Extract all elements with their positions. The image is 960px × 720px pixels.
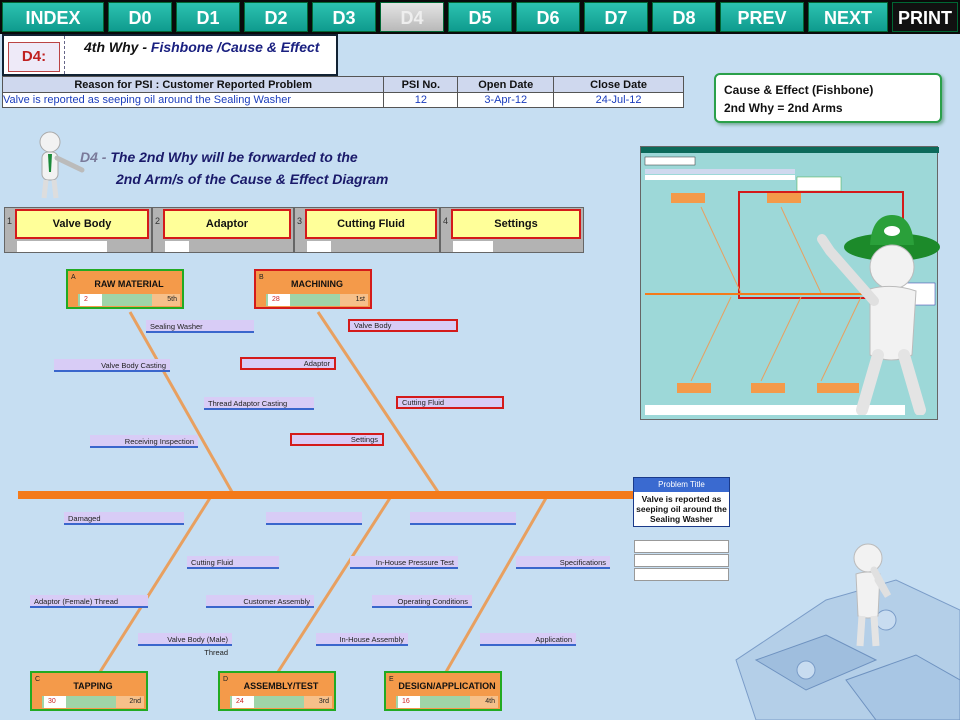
nav-d4-button[interactable]: D4 [380, 2, 444, 32]
cell-close-date[interactable]: 24-Jul-12 [553, 92, 684, 108]
page-title: 4th Why - Fishbone /Cause & Effect [84, 38, 324, 56]
nav-index-button[interactable]: INDEX [2, 2, 104, 32]
arm-label-field[interactable]: Cutting Fluid [305, 209, 437, 239]
header-reason: Reason for PSI : Customer Reported Probl… [1, 76, 385, 93]
fishbone-thumbnail-image [641, 147, 939, 415]
arm-label-field[interactable]: Adaptor [163, 209, 291, 239]
cause-application[interactable]: Application [480, 633, 576, 646]
header-open-date: Open Date [457, 76, 555, 93]
cause-customer-assembly[interactable]: Customer Assembly [206, 595, 314, 608]
cause-sealing-washer[interactable]: Sealing Washer [146, 320, 254, 333]
instruction-heading: D4 - The 2nd Why will be forwarded to th… [80, 146, 388, 190]
cause-effect-callout: Cause & Effect (Fishbone) 2nd Why = 2nd … [714, 73, 942, 123]
pointing-figure-icon [817, 215, 940, 415]
cause-adaptor[interactable]: Adaptor [240, 357, 336, 370]
nav-next-button[interactable]: NEXT [808, 2, 888, 32]
nav-d3-button[interactable]: D3 [312, 2, 376, 32]
callout-line-1: Cause & Effect (Fishbone) [724, 83, 874, 97]
instruction-line-1: D4 - The 2nd Why will be forwarded to th… [80, 149, 358, 165]
arm-2: 2 Adaptor [152, 207, 294, 253]
problem-heading: Problem Title [634, 478, 729, 492]
cause-specifications[interactable]: Specifications [516, 556, 610, 569]
nav-d2-button[interactable]: D2 [244, 2, 308, 32]
problem-extra-row[interactable] [634, 554, 729, 567]
step-label: D4: [8, 42, 60, 72]
cause-blank[interactable] [410, 512, 516, 525]
nav-print-button[interactable]: PRINT [892, 2, 958, 32]
cause-adaptor-female-thread[interactable]: Adaptor (Female) Thread [30, 595, 148, 608]
arm-sub-field[interactable] [453, 241, 493, 252]
nav-prev-button[interactable]: PREV [720, 2, 804, 32]
nav-d1-button[interactable]: D1 [176, 2, 240, 32]
callout-line-2: 2nd Why = 2nd Arms [724, 101, 843, 115]
arm-3: 3 Cutting Fluid [294, 207, 440, 253]
cause-receiving-inspection[interactable]: Receiving Inspection [90, 435, 198, 448]
cause-in-house-assembly[interactable]: In-House Assembly [316, 633, 408, 646]
arm-sub-field[interactable] [17, 241, 107, 252]
presenter-figure-icon [39, 131, 85, 199]
puzzle-pieces-icon [735, 579, 960, 720]
cause-cutting-fluid[interactable]: Cutting Fluid [396, 396, 504, 409]
nav-d5-button[interactable]: D5 [448, 2, 512, 32]
arm-number: 4 [443, 216, 449, 226]
problem-title-box: Problem Title Valve is reported as seepi… [633, 477, 730, 527]
nav-d6-button[interactable]: D6 [516, 2, 580, 32]
cause-cutting-fluid-tapping[interactable]: Cutting Fluid [187, 556, 279, 569]
problem-extra-row[interactable] [634, 568, 729, 581]
navigation-bar: INDEX D0 D1 D2 D3 D4 D5 D6 D7 D8 PREV NE… [0, 0, 960, 34]
cell-psi-no[interactable]: 12 [383, 92, 459, 108]
cause-valve-body-casting[interactable]: Valve Body Casting [54, 359, 170, 372]
cause-thread-adaptor-casting[interactable]: Thread Adaptor Casting [204, 397, 314, 410]
nav-d8-button[interactable]: D8 [652, 2, 716, 32]
cause-settings[interactable]: Settings [290, 433, 384, 446]
arm-number: 1 [7, 216, 13, 226]
arm-1: 1 Valve Body [4, 207, 152, 253]
arm-label-field[interactable]: Valve Body [15, 209, 149, 239]
fishbone-spine [18, 491, 638, 499]
cell-reason[interactable]: Valve is reported as seeping oil around … [1, 92, 385, 108]
instruction-line-2: 2nd Arm/s of the Cause & Effect Diagram [116, 171, 389, 187]
cause-valve-body[interactable]: Valve Body [348, 319, 458, 332]
arm-4: 4 Settings [440, 207, 584, 253]
step-header: D4: 4th Why - Fishbone /Cause & Effect [2, 34, 338, 76]
thinking-figure-icon [853, 543, 892, 647]
header-divider [64, 36, 65, 74]
problem-text[interactable]: Valve is reported as seeping oil around … [636, 494, 727, 524]
cause-valve-body-male-thread[interactable]: Valve Body (Male) Thread [138, 633, 232, 657]
psi-info-table: Reason for PSI : Customer Reported Probl… [1, 76, 684, 108]
arm-sub-field[interactable] [307, 241, 331, 252]
header-close-date: Close Date [553, 76, 684, 93]
problem-extra-row[interactable] [634, 540, 729, 553]
cell-open-date[interactable]: 3-Apr-12 [457, 92, 555, 108]
cause-blank[interactable] [266, 512, 362, 525]
cause-damaged[interactable]: Damaged [64, 512, 184, 525]
arm-number: 2 [155, 216, 161, 226]
cause-operating-conditions[interactable]: Operating Conditions [372, 595, 472, 608]
cause-in-house-pressure-test[interactable]: In-House Pressure Test [350, 556, 458, 569]
page-title-main: Fishbone /Cause & Effect [150, 39, 320, 55]
header-psi-no: PSI No. [383, 76, 459, 93]
arm-label-field[interactable]: Settings [451, 209, 581, 239]
arm-number: 3 [297, 216, 303, 226]
nav-d7-button[interactable]: D7 [584, 2, 648, 32]
page-title-prefix: 4th Why - [84, 39, 151, 55]
nav-d0-button[interactable]: D0 [108, 2, 172, 32]
arm-sub-field[interactable] [165, 241, 189, 252]
